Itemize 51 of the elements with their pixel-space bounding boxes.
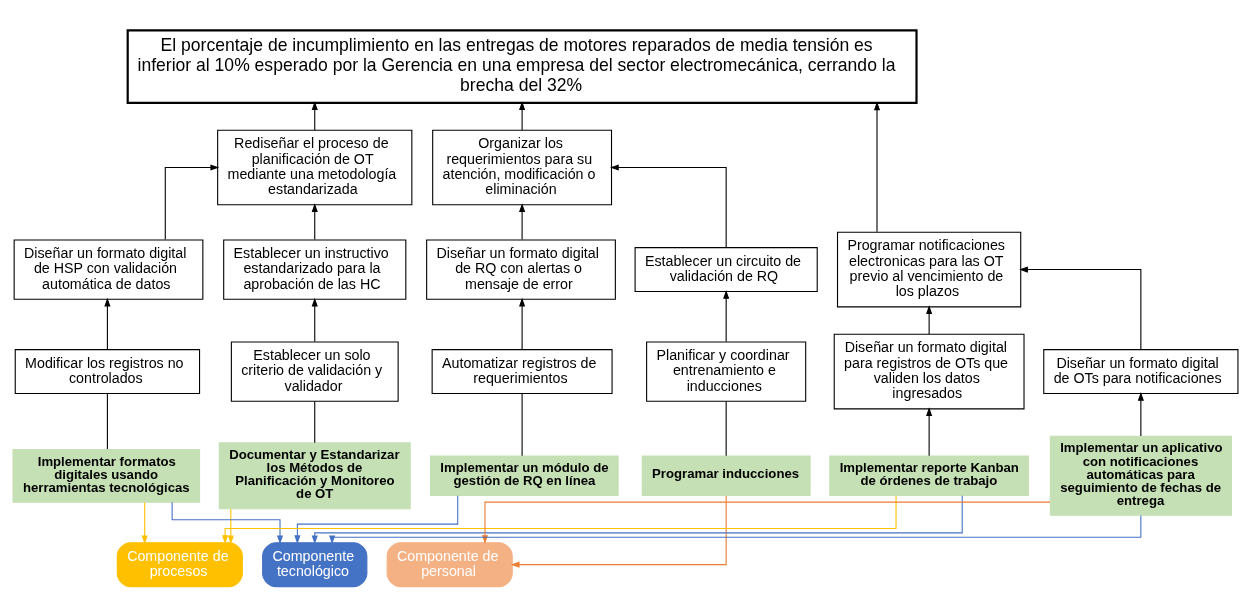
node-box: Diseñar un formato digital de RQ con alertas o mensaje de error xyxy=(426,238,616,300)
node-box: Implementar reporte Kanban de órdenes de trabajo xyxy=(829,455,1029,496)
connector xyxy=(314,400,316,443)
connector xyxy=(521,392,523,456)
node-box: Diseñar un formato digital para registros de OTs que validen los datos ingresados xyxy=(833,333,1025,409)
arrow xyxy=(1019,265,1142,350)
arrow xyxy=(510,494,727,568)
node-box: Programar notificaciones electronicas para las OT previo al vencimiento de los plazos xyxy=(836,231,1022,307)
node-box: Diseñar un formato digital de OTs para notificaciones xyxy=(1043,348,1239,394)
arrow xyxy=(873,100,881,232)
node-box: Programar inducciones xyxy=(641,455,811,496)
arrow xyxy=(519,202,526,240)
arrow xyxy=(222,494,897,544)
arrow xyxy=(609,163,727,248)
node-box: Implementar formatos digitales usando herramientas tecnológicas xyxy=(12,448,201,503)
arrow xyxy=(141,501,148,544)
arrow xyxy=(164,163,220,240)
arrow xyxy=(311,100,318,130)
node-box: Modificar los registros no controlados xyxy=(14,348,201,394)
node-box: Componente tecnológico xyxy=(262,541,368,587)
node-box: Documentar y Estandarizar los Métodos de Planificación y Monitoreo de OT xyxy=(218,441,411,509)
arrow xyxy=(171,501,284,544)
node-box: Implementar un aplicativo con notificaciones automáticas para seguimiento de fechas de entrega xyxy=(1049,435,1232,516)
connector xyxy=(106,392,108,450)
arrow xyxy=(926,406,933,456)
arrow xyxy=(329,514,1142,544)
node-box: Automatizar registros de requerimientos xyxy=(431,348,613,394)
arrow xyxy=(311,297,318,342)
node-box: Planificar y coordinar entrenamiento e inducciones xyxy=(646,340,807,402)
arrow xyxy=(481,501,1051,544)
node-box: Establecer un solo criterio de validación y validador xyxy=(230,340,399,402)
node-box: El porcentaje de incumplimiento en las entregas de motores reparados de media tensión es inferior al 10% esperado por la Gerencia en una empresa del sector electromecánica, cerrando la brecha del 32% xyxy=(126,28,918,104)
node-box: Rediseñar el proceso de planificación de OT mediante una metodología estandarizada xyxy=(217,129,413,205)
arrow xyxy=(294,494,459,544)
arrow xyxy=(1137,391,1144,437)
arrow xyxy=(519,297,526,350)
connector xyxy=(725,400,727,456)
arrow xyxy=(926,304,933,335)
arrow xyxy=(104,297,111,350)
node-box: Implementar un módulo de gestión de RQ en línea xyxy=(429,455,619,496)
node-box: Componente de procesos xyxy=(116,541,243,587)
arrow xyxy=(227,507,234,544)
node-box: Establecer un instructivo estandarizado para la aprobación de las HC xyxy=(223,238,407,300)
node-box: Componente de personal xyxy=(386,541,513,587)
arrow xyxy=(519,100,526,130)
node-box: Establecer un circuito de validación de RQ xyxy=(634,246,818,292)
arrow xyxy=(723,289,730,342)
node-box: Diseñar un formato digital de HSP con validación automática de datos xyxy=(13,238,204,300)
node-box: Organizar los requerimientos para su atención, modificación o eliminación xyxy=(432,129,613,205)
arrow xyxy=(311,494,963,544)
arrow xyxy=(311,202,318,240)
